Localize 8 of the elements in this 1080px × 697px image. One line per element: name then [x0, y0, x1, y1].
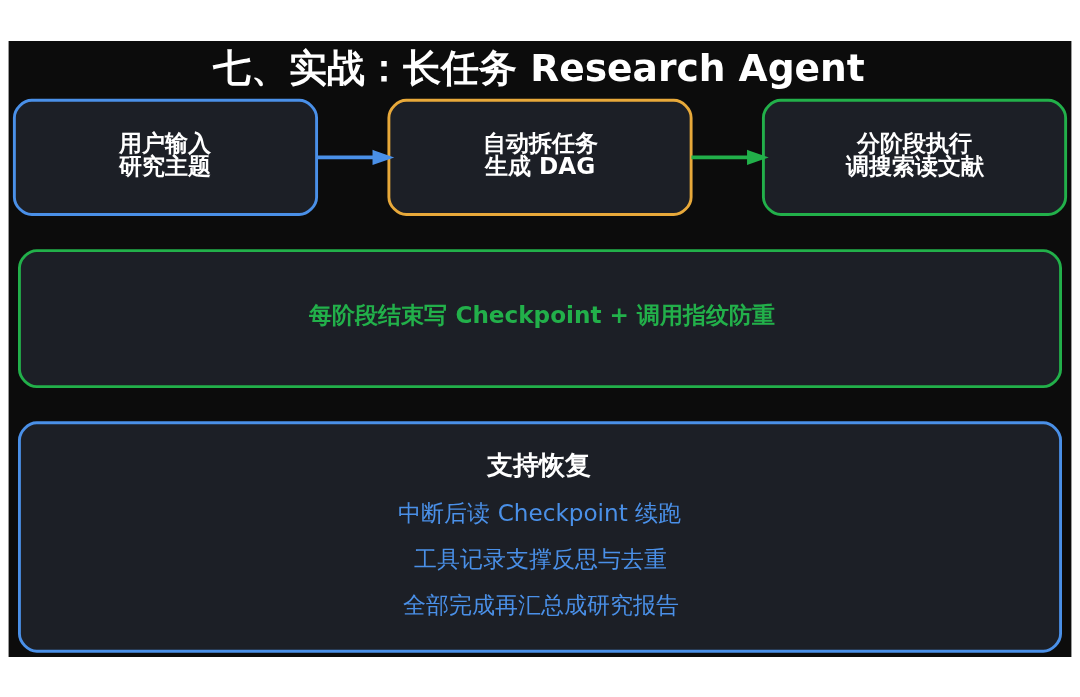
diagram-title: 七、实战：长任务 Research Agent — [213, 45, 865, 90]
arrow — [691, 149, 769, 165]
node-box: 支持恢复 中断后读 Checkpoint 续跑 工具记录支撑反思与去重 全部完成再汇总成研究报告 — [18, 420, 1062, 653]
node-box: 每阶段结束写 Checkpoint + 调用指纹防重 — [18, 248, 1062, 388]
arrow — [316, 149, 395, 165]
node-box: 自动拆任务 生成 DAG — [387, 98, 693, 216]
node-box: 用户输入 研究主题 — [12, 98, 319, 216]
node-box: 分阶段执行 调搜索读文献 — [761, 98, 1068, 216]
